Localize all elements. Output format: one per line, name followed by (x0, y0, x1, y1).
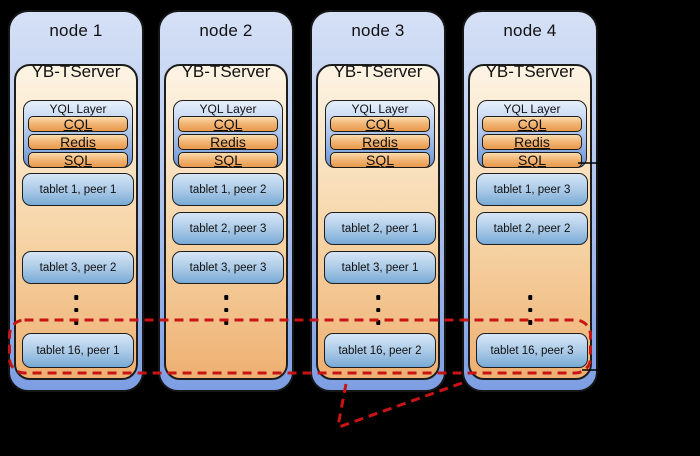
yql-layer-box: YQL Layer CQL Redis SQL (325, 100, 435, 168)
node-title: node 2 (199, 21, 253, 40)
cql-api-box: CQL (482, 116, 582, 132)
vertical-ellipsis-icon (528, 295, 532, 325)
yql-layer-box: YQL Layer CQL Redis SQL (477, 100, 587, 168)
tablet-box: tablet 3, peer 2 (22, 251, 134, 284)
tablet-box: tablet 1, peer 3 (476, 173, 588, 206)
sql-api-box: SQL (28, 152, 128, 168)
node-title: node 4 (503, 21, 557, 40)
tserver-title: YB-TServer (31, 62, 121, 81)
cql-api-box: CQL (330, 116, 430, 132)
tablet-box: tablet 2, peer 2 (476, 212, 588, 245)
node-4: node 4 YB-TServer YQL Layer CQL Redis SQ… (462, 10, 598, 392)
yql-layer-box: YQL Layer CQL Redis SQL (173, 100, 283, 168)
tablet-box: tablet 3, peer 1 (324, 251, 436, 284)
cql-api-box: CQL (178, 116, 278, 132)
tablet-box: tablet 1, peer 2 (172, 173, 284, 206)
tserver-title: YB-TServer (485, 62, 575, 81)
redis-api-box: Redis (178, 134, 278, 150)
redis-api-box: Redis (28, 134, 128, 150)
tablet-box: tablet 16, peer 1 (22, 333, 134, 368)
sql-api-box: SQL (330, 152, 430, 168)
vertical-ellipsis-icon (74, 295, 78, 325)
tserver-title: YB-TServer (181, 62, 271, 81)
yql-layer-title: YQL Layer (199, 102, 257, 116)
vertical-ellipsis-icon (224, 295, 228, 325)
redis-api-box: Redis (330, 134, 430, 150)
tablet-box: tablet 16, peer 2 (324, 333, 436, 368)
tablet-box: tablet 1, peer 1 (22, 173, 134, 206)
yql-layer-title: YQL Layer (503, 102, 561, 116)
yql-layer-box: YQL Layer CQL Redis SQL (23, 100, 133, 168)
yql-layer-title: YQL Layer (49, 102, 107, 116)
tablet-box: tablet 16, peer 3 (476, 333, 588, 368)
sql-api-box: SQL (178, 152, 278, 168)
cql-api-box: CQL (28, 116, 128, 132)
vertical-ellipsis-icon (376, 295, 380, 325)
node-title: node 1 (49, 21, 103, 40)
node-1: node 1 YB-TServer YQL Layer CQL Redis SQ… (8, 10, 144, 392)
yql-layer-title: YQL Layer (351, 102, 409, 116)
tserver-title: YB-TServer (333, 62, 423, 81)
redis-api-box: Redis (482, 134, 582, 150)
node-3: node 3 YB-TServer YQL Layer CQL Redis SQ… (310, 10, 446, 392)
tablet-box: tablet 2, peer 1 (324, 212, 436, 245)
sql-api-box: SQL (482, 152, 582, 168)
tablet-box: tablet 2, peer 3 (172, 212, 284, 245)
tablet-box: tablet 3, peer 3 (172, 251, 284, 284)
node-2: node 2 YB-TServer YQL Layer CQL Redis SQ… (158, 10, 294, 392)
node-title: node 3 (351, 21, 405, 40)
